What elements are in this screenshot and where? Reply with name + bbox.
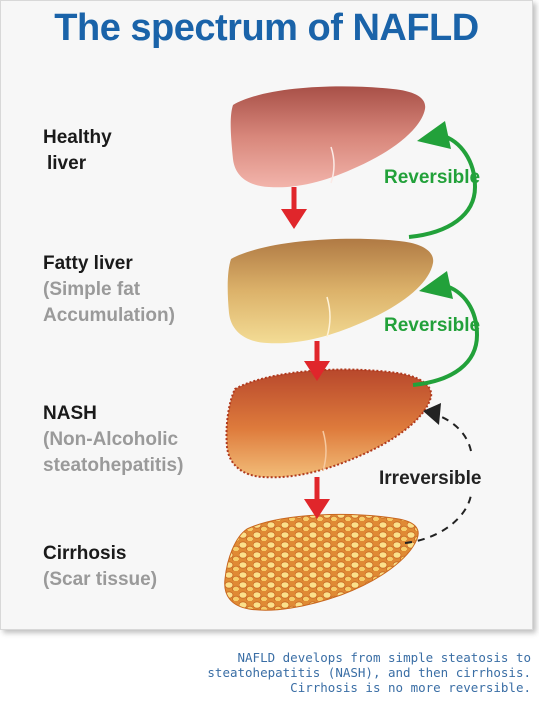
caption-line: Cirrhosis is no more reversible. (91, 680, 531, 695)
stage-name: Healthy (43, 125, 112, 151)
progression-arrow (281, 187, 307, 229)
caption-line: NAFLD develops from simple steatosis to (91, 650, 531, 665)
stage-label-cirrhosis: Cirrhosis (Scar tissue) (43, 541, 157, 593)
stage-description: steatohepatitis) (43, 453, 183, 479)
stage-description: (Scar tissue) (43, 567, 157, 593)
transition-label-reversible: Reversible (384, 315, 480, 337)
stage-name: NASH (43, 401, 183, 427)
stage-description: Accumulation) (43, 303, 175, 329)
stage-label-healthy: Healthy liver (43, 125, 112, 177)
stage-name: Cirrhosis (43, 541, 157, 567)
transition-label-irreversible: Irreversible (379, 468, 481, 490)
stage-description: (Simple fat (43, 277, 175, 303)
stage-name: Fatty liver (43, 251, 175, 277)
stage-label-nash: NASH (Non-Alcoholic steatohepatitis) (43, 401, 183, 479)
figure-caption: NAFLD develops from simple steatosis to … (91, 650, 531, 695)
nash-liver-shape (226, 370, 431, 478)
diagram-frame: The spectrum of NAFLD (0, 0, 533, 630)
stage-name-line2: liver (43, 151, 112, 177)
stage-label-fatty: Fatty liver (Simple fat Accumulation) (43, 251, 175, 329)
cirrhosis-liver-shape (225, 514, 419, 610)
caption-line: steatohepatitis (NASH), and then cirrhos… (91, 665, 531, 680)
transition-label-reversible: Reversible (384, 167, 480, 189)
progression-arrow (304, 477, 330, 519)
stage-description: (Non-Alcoholic (43, 427, 183, 453)
